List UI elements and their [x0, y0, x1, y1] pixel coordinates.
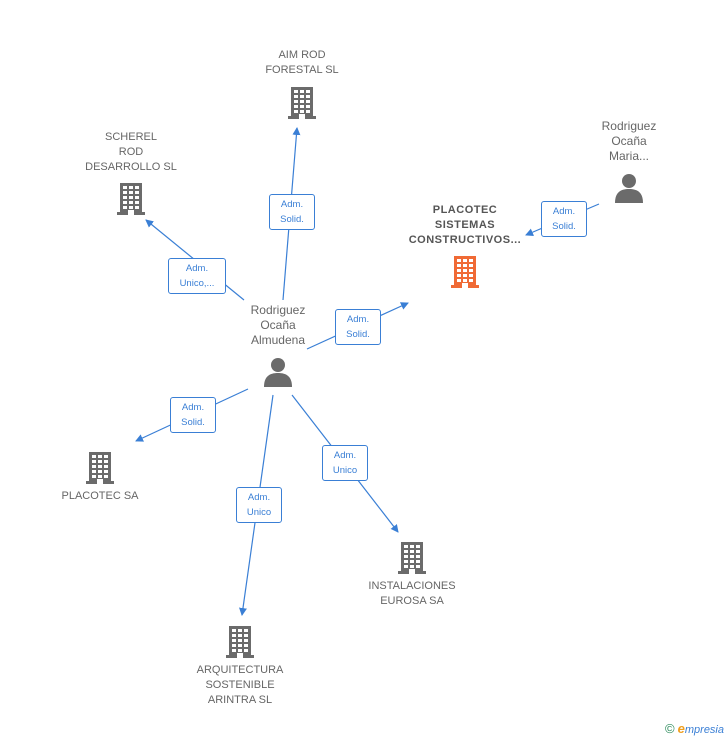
person-icon: [264, 358, 292, 387]
node-label: Rodriguez Ocaña Almudena: [250, 303, 306, 347]
brand-logo-text: mpresia: [684, 724, 724, 736]
building-icon: [86, 452, 114, 484]
node-scherel[interactable]: SCHEREL ROD DESARROLLO SL: [71, 130, 191, 217]
edge-role-label[interactable]: Adm. Unico,...: [168, 258, 226, 294]
copyright-icon: ©: [664, 721, 675, 736]
edge-role-label[interactable]: Adm. Solid.: [335, 309, 381, 345]
node-maria[interactable]: Rodriguez Ocaña Maria...: [579, 119, 679, 204]
node-label: AIM ROD FORESTAL SL: [265, 49, 339, 76]
brand-footer[interactable]: © empresia: [665, 721, 724, 736]
node-label: SCHEREL ROD DESARROLLO SL: [85, 131, 177, 173]
node-aim[interactable]: AIM ROD FORESTAL SL: [242, 48, 362, 121]
node-instalaciones[interactable]: INSTALACIONES EUROSA SA: [352, 540, 472, 609]
edge-role-label[interactable]: Adm. Unico: [236, 487, 282, 523]
node-label: ARQUITECTURA SOSTENIBLE ARINTRA SL: [196, 664, 284, 706]
node-label: Rodriguez Ocaña Maria...: [601, 119, 657, 163]
node-label: INSTALACIONES EUROSA SA: [368, 580, 456, 607]
node-placotec-sa[interactable]: PLACOTEC SA: [40, 450, 160, 504]
building-icon: [288, 87, 316, 119]
edge-role-label[interactable]: Adm. Solid.: [541, 201, 587, 237]
person-icon: [615, 174, 643, 203]
brand-logo-initial: e: [677, 721, 685, 736]
node-arquitectura[interactable]: ARQUITECTURA SOSTENIBLE ARINTRA SL: [175, 624, 305, 708]
node-almudena[interactable]: Rodriguez Ocaña Almudena: [228, 303, 328, 388]
node-label: PLACOTEC SISTEMAS CONSTRUCTIVOS...: [408, 204, 522, 246]
building-icon: [117, 183, 145, 215]
building-icon: [398, 542, 426, 574]
node-label: PLACOTEC SA: [61, 490, 139, 502]
edge-role-label[interactable]: Adm. Solid.: [170, 397, 216, 433]
edge-role-label[interactable]: Adm. Unico: [322, 445, 368, 481]
edge-role-label[interactable]: Adm. Solid.: [269, 194, 315, 230]
node-placotec-sc[interactable]: PLACOTEC SISTEMAS CONSTRUCTIVOS...: [395, 203, 535, 290]
building-icon: [451, 256, 479, 288]
building-icon: [226, 626, 254, 658]
